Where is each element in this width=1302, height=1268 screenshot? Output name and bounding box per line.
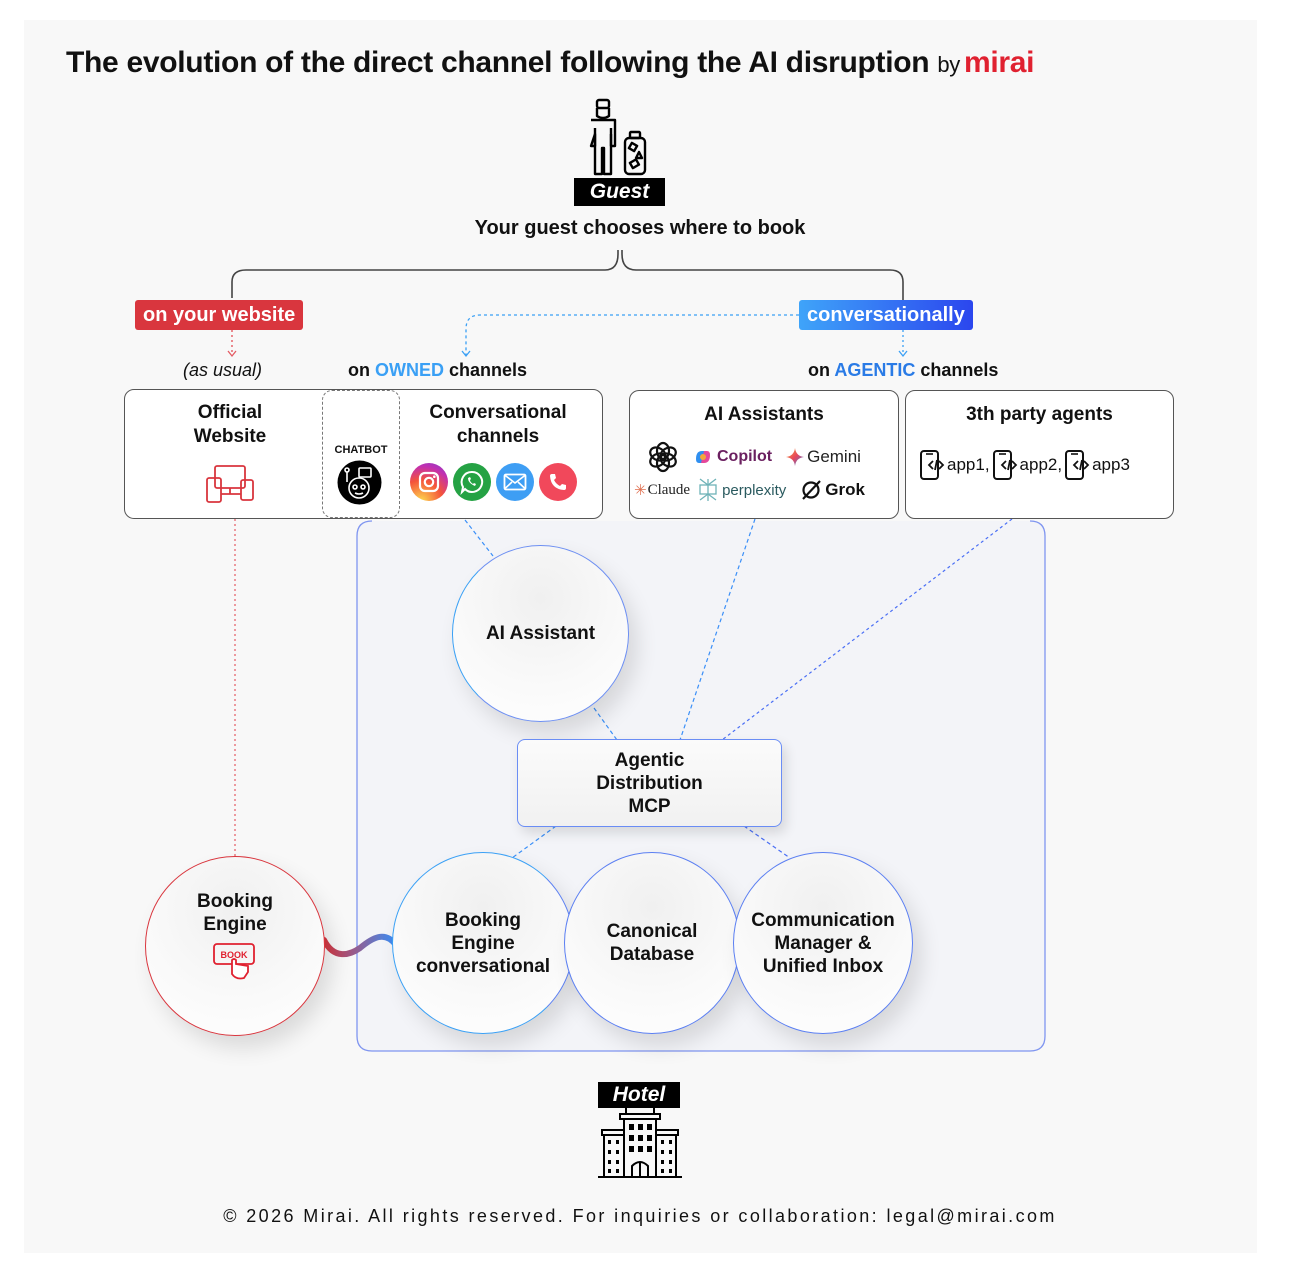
chatbot-area: CHATBOT <box>322 390 400 518</box>
ai-logos-row-1: Copilot Gemini <box>647 441 861 473</box>
gemini-icon <box>786 448 805 466</box>
claude-logo: ✳ Claude <box>634 481 691 500</box>
owned-arrow <box>465 314 799 355</box>
openai-icon <box>649 441 677 473</box>
conversational-icons <box>410 463 577 501</box>
email-icon <box>496 463 534 501</box>
agents-to-mcp-line <box>721 518 1013 741</box>
title-by: by <box>937 52 960 77</box>
conv-to-ai-line <box>464 519 494 557</box>
as-usual-label: (as usual) <box>183 360 263 380</box>
ai-assistant-node: AI Assistant <box>452 545 629 722</box>
app-code-icon <box>992 450 1017 480</box>
ai-assistants-box <box>629 390 899 519</box>
guest-subtitle: Your guest chooses where to book <box>474 217 806 239</box>
mcp-to-communication-line <box>743 825 791 859</box>
app-item: app2, <box>992 449 1062 481</box>
claude-icon: ✳ <box>634 482 647 499</box>
communication-manager-node: Communication Manager & Unified Inbox <box>733 852 913 1034</box>
canonical-database-node: Canonical Database <box>564 852 740 1034</box>
guest-tag: Guest <box>574 178 665 206</box>
robot-icon <box>337 460 382 505</box>
agentic-channels-label: on AGENTIC channels <box>808 360 999 380</box>
app-item: app1, <box>919 449 990 481</box>
page-title: The evolution of the direct channel foll… <box>66 46 1034 80</box>
app-code-icon <box>920 450 945 480</box>
owned-channels-label: on OWNED channels <box>348 360 528 380</box>
brand-logo: mirai <box>963 46 1035 79</box>
guest-traveler-icon <box>589 98 647 176</box>
hotel-building-icon <box>598 1108 682 1178</box>
phone-icon <box>539 463 577 501</box>
chatbot-label: CHATBOT <box>334 444 388 456</box>
perplexity-icon <box>699 478 717 501</box>
app-code-icon <box>1065 450 1090 480</box>
booking-link-wave <box>321 933 399 958</box>
conversational-channels-title: Conversational channels <box>429 402 567 447</box>
copilot-logo: Copilot <box>693 447 772 467</box>
grok-icon <box>802 480 822 500</box>
app-item: app3 <box>1064 449 1130 481</box>
copyright-footer: © 2026 Mirai. All rights reserved. For i… <box>223 1206 1057 1226</box>
ai-logos-row-2: ✳ Claude perplexity Grok <box>634 478 865 502</box>
title-text: The evolution of the direct channel foll… <box>66 46 930 79</box>
svg-text:BOOK: BOOK <box>221 950 249 960</box>
grok-logo: Grok <box>800 479 865 501</box>
official-website-title: Official Website <box>193 402 267 447</box>
whatsapp-icon <box>453 463 491 501</box>
on-your-website-pill: on your website <box>135 300 304 330</box>
third-party-agents-box <box>905 390 1174 519</box>
mcp-to-booking-conv-line <box>511 825 557 859</box>
hotel-tag: Hotel <box>598 1082 680 1108</box>
choice-brace <box>231 250 904 300</box>
third-party-apps: app1, app2, app3 <box>919 449 1130 481</box>
booking-engine-conversational-node: Booking Engine conversational <box>392 852 574 1034</box>
conversationally-pill: conversationally <box>799 300 973 330</box>
ai-assistants-title: AI Assistants <box>704 404 824 425</box>
gemini-logo: Gemini <box>786 447 861 467</box>
copilot-icon <box>696 451 710 463</box>
booking-engine-node: Booking Engine BOOK <box>145 856 325 1036</box>
assistants-to-mcp-line <box>679 518 756 741</box>
devices-icon <box>206 465 254 503</box>
book-click-icon: BOOK <box>213 943 255 980</box>
perplexity-logo: perplexity <box>698 478 786 502</box>
third-party-agents-title: 3th party agents <box>966 404 1113 425</box>
instagram-icon <box>410 463 448 501</box>
agentic-distribution-mcp-node: Agentic Distribution MCP <box>517 739 782 827</box>
